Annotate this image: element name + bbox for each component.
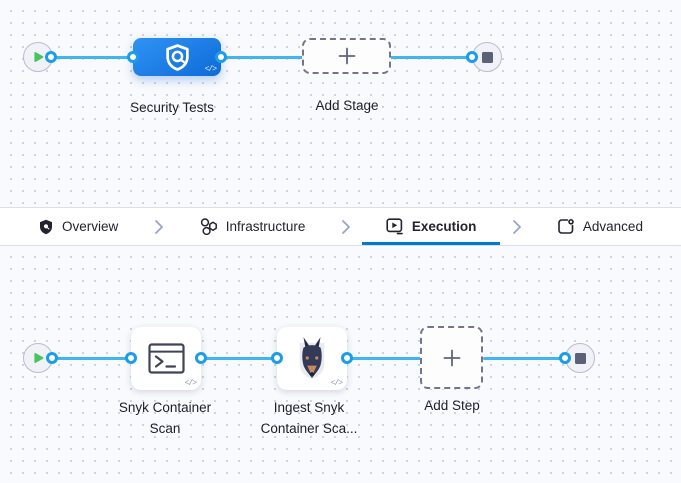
stage-card-security-tests[interactable]: </>	[133, 38, 221, 76]
step-card-ingest-snyk[interactable]: </>	[277, 327, 347, 390]
add-step-button[interactable]	[420, 326, 483, 389]
connector-line	[50, 356, 133, 360]
plus-icon	[443, 349, 460, 366]
plus-icon	[338, 47, 355, 65]
connector-port	[341, 352, 353, 364]
code-template-badge: </>	[204, 65, 217, 74]
step-card-snyk-container-scan[interactable]: </>	[131, 327, 201, 390]
code-template-badge: </>	[330, 379, 343, 388]
connector-port	[195, 352, 207, 364]
tab-label: Overview	[62, 219, 119, 234]
connector-port	[46, 352, 58, 364]
execution-graph-canvas[interactable]: </> Snyk Container Scan </> Ingest Snyk …	[0, 246, 681, 483]
step-label: Ingest Snyk Container Sca...	[260, 400, 358, 436]
play-icon	[34, 352, 44, 363]
tab-execution[interactable]: Execution	[361, 208, 501, 245]
connector-line	[389, 55, 474, 59]
tab-label: Execution	[411, 219, 477, 234]
shield-icon	[40, 219, 52, 234]
advanced-settings-icon	[558, 218, 574, 234]
chevron-right-icon	[341, 208, 350, 245]
connector-port	[127, 51, 139, 63]
code-template-badge: </>	[184, 379, 197, 388]
tab-infrastructure[interactable]: Infrastructure	[175, 208, 330, 245]
connector-port	[45, 51, 57, 63]
infrastructure-icon	[200, 218, 217, 236]
terminal-icon	[147, 343, 185, 374]
execution-play-icon	[386, 218, 403, 235]
snyk-dog-icon	[299, 336, 325, 379]
connector-port	[125, 352, 137, 364]
add-stage-label: Add Stage	[315, 98, 379, 113]
tab-label: Infrastructure	[225, 219, 306, 234]
add-step-label: Add Step	[424, 398, 480, 413]
play-icon	[34, 51, 44, 62]
tab-label: Advanced	[582, 219, 643, 234]
pipeline-end-node	[472, 42, 502, 72]
connector-line	[345, 356, 422, 360]
connector-port	[271, 352, 283, 364]
step-label: Snyk Container Scan	[118, 400, 212, 436]
stage-config-tabbar: Overview Infrastructure Execution	[0, 207, 681, 246]
security-shield-icon	[165, 43, 189, 71]
tab-overview[interactable]: Overview	[14, 208, 142, 245]
add-stage-button[interactable]	[302, 38, 391, 74]
stage-graph-canvas[interactable]: </> Security Tests Add Stage	[0, 0, 681, 207]
connector-port	[215, 51, 227, 63]
connector-line	[219, 55, 304, 59]
tab-advanced[interactable]: Advanced	[533, 208, 667, 245]
stop-icon	[574, 352, 586, 364]
chevron-right-icon	[512, 208, 521, 245]
stage-label: Security Tests	[130, 100, 214, 115]
connector-port	[559, 352, 571, 364]
chevron-right-icon	[154, 208, 163, 245]
connector-line	[50, 55, 135, 59]
connector-port	[466, 51, 478, 63]
connector-line	[199, 356, 279, 360]
stop-icon	[481, 51, 493, 63]
connector-line	[483, 356, 567, 360]
